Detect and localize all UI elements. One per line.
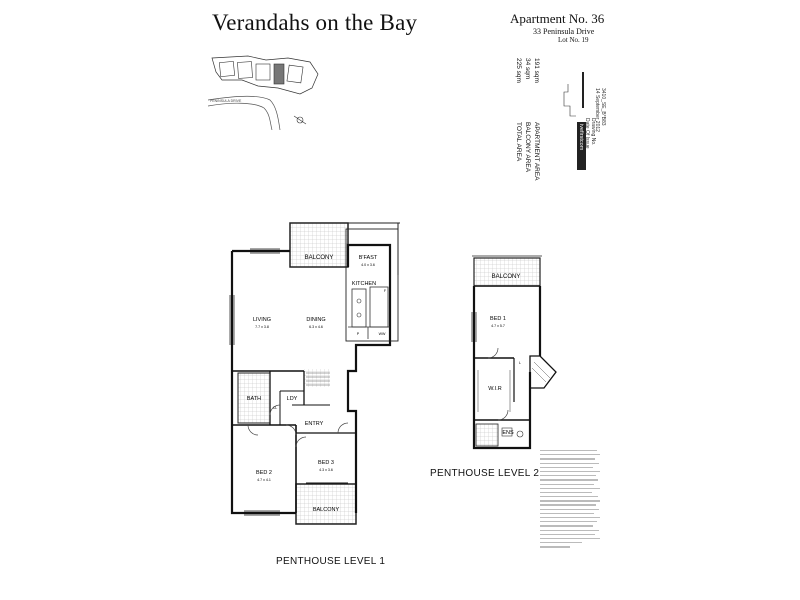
drawing-number: 3410_SE_B*B83	[600, 88, 606, 126]
issue-date: 14 September 2012	[594, 88, 600, 132]
bed-1-size: 4.7 x 5.7	[491, 324, 505, 328]
site-mini-plan	[563, 84, 576, 117]
disclaimer-fine-print	[540, 450, 600, 562]
laundry-label: LDY	[287, 396, 298, 402]
linen-label: L	[519, 361, 521, 365]
area-row: 34 sqm	[524, 58, 531, 80]
living-size: 7.7 x 3.8	[255, 325, 269, 329]
dining-label: DINING	[306, 317, 325, 323]
site-street-label: PENINSULA DRIVE	[210, 99, 242, 103]
penthouse-level-2-plan: BALCONY BED 1 4.7 x 5.7 W.I.R ENS L	[471, 255, 557, 450]
level-2-balcony-label: BALCONY	[492, 274, 521, 280]
area-values: 191 sqm 34 sqm 225 sqm	[514, 58, 541, 83]
cl-label: CL	[273, 406, 278, 410]
ww-label: WW	[379, 332, 386, 336]
dining-size: 6.3 x 4.6	[309, 325, 323, 329]
entry-label: ENTRY	[305, 421, 324, 427]
bath-label: BATH	[247, 396, 261, 402]
level-2-caption: PENTHOUSE LEVEL 2	[430, 468, 540, 479]
site-plan-key: PENINSULA DRIVE	[208, 55, 319, 130]
balcony-bottom-label: BALCONY	[313, 507, 340, 513]
apartment-number: Apartment No. 36	[510, 11, 605, 26]
bed-2-label: BED 2	[256, 470, 272, 476]
apartment-highlight	[273, 63, 285, 85]
bfast-label: B'FAST	[359, 255, 378, 261]
bed-3-size: 4.3 x 3.6	[319, 468, 333, 472]
bath-room	[237, 372, 271, 424]
level-1-caption: PENTHOUSE LEVEL 1	[276, 556, 386, 567]
balcony-top-label: BALCONY	[305, 255, 334, 261]
bed-3-label: BED 3	[318, 460, 334, 466]
apartment-address: 33 Peninsula Drive	[533, 27, 595, 36]
ensuite-label: ENS	[502, 430, 514, 436]
date-label: Date Of Issue	[584, 118, 590, 149]
project-title: Verandahs on the Bay	[212, 10, 418, 35]
logo-block: ivefirstcom	[577, 122, 586, 170]
balcony-bottom	[295, 483, 357, 525]
north-arrow-icon	[293, 115, 307, 125]
level-2-balcony	[473, 257, 541, 287]
bed-1-label: BED 1	[490, 316, 506, 322]
living-label: LIVING	[253, 317, 271, 323]
wir-label: W.I.R	[488, 386, 501, 392]
kitchen-label: KITCHEN	[352, 281, 376, 287]
pantry-label: P	[357, 332, 360, 336]
area-row: 191 sqm	[533, 58, 540, 83]
area-row: 225 sqm	[515, 58, 522, 83]
lot-number: Lot No. 19	[558, 36, 589, 44]
fridge-label: F	[384, 289, 387, 293]
penthouse-level-1-plan: BALCONY B'FAST 4.0 x 3.6 KITCHEN LIVING …	[229, 222, 400, 525]
bfast-size: 4.0 x 3.6	[361, 263, 375, 267]
bed-2-size: 4.7 x 4.1	[257, 478, 271, 482]
